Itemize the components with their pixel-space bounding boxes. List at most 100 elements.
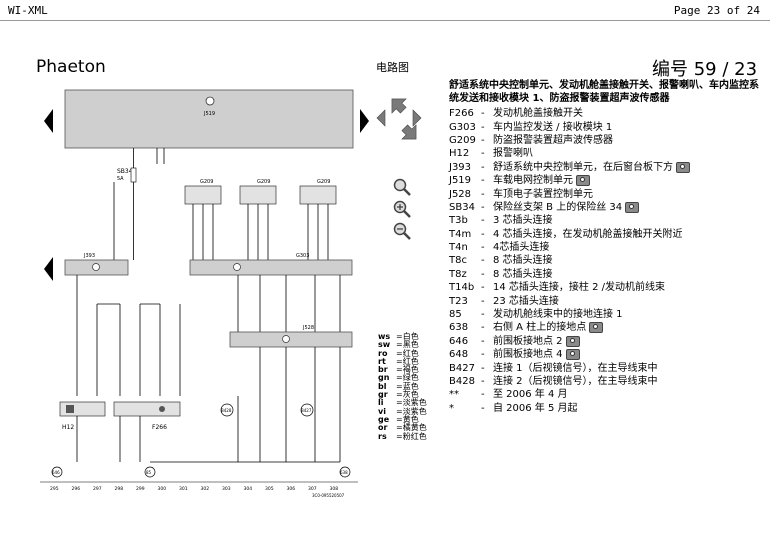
component-row: G303-车内监控发送 / 接收模块 1: [449, 120, 765, 133]
component-text: 连接 1（后视镜信号），在主导线束中: [493, 362, 658, 374]
j519-label: J519: [203, 111, 215, 117]
component-row: T3b-3 芯插头连接: [449, 214, 765, 227]
legend-color: 白色: [402, 332, 419, 341]
legend-entry: bl=蓝色: [378, 381, 427, 391]
legend-entry: sw=黑色: [378, 340, 427, 350]
b427-label: B427: [301, 408, 312, 413]
g303-label: G303: [296, 253, 309, 259]
component-dash: -: [481, 282, 485, 294]
component-text: 车内监控发送 / 接收模块 1: [493, 121, 613, 133]
component-text: 前围板接地点 4: [493, 349, 563, 361]
sb34-fuse: [130, 167, 137, 183]
camera-icon[interactable]: [625, 201, 640, 213]
camera-icon[interactable]: [565, 335, 580, 347]
component-row: 638-右侧 A 柱上的接地点: [449, 321, 765, 334]
legend-eq: =: [396, 390, 403, 400]
scroll-left-arrow-icon[interactable]: [44, 257, 54, 281]
legend-code: ro: [378, 348, 388, 358]
component-row: 648-前围板接地点 4: [449, 348, 765, 361]
zoom-reset-icon[interactable]: [393, 200, 411, 218]
camera-icon[interactable]: [576, 175, 590, 187]
legend-color: 黄色: [402, 414, 419, 424]
legend-color: 粉红色: [402, 431, 427, 441]
component-row: J528-车顶电子装置控制单元: [449, 187, 765, 200]
component-dash: -: [481, 148, 485, 160]
component-row: 85-发动机舱线束中的接地连接 1: [449, 308, 765, 321]
component-text: 4芯插头连接: [493, 242, 550, 254]
legend-eq: =: [396, 406, 403, 416]
legend-entry: rs=粉红色: [378, 431, 427, 441]
legend-entry: rt=红色: [378, 357, 427, 366]
component-text: 防盗报警装置超声波传感器: [493, 134, 613, 146]
column-number: 298: [115, 486, 124, 492]
component-row: **-至 2006 年 4 月: [449, 388, 765, 401]
column-number: 306: [287, 486, 296, 492]
pan-arrows-icon[interactable]: [375, 92, 423, 146]
legend-eq: =: [396, 332, 403, 341]
component-dash: -: [481, 175, 485, 187]
legend-color: 黑色: [402, 340, 419, 350]
camera-icon[interactable]: [676, 161, 690, 173]
f266-label: F266: [152, 424, 167, 431]
component-code: J519: [449, 175, 472, 187]
component-row: T4n-4芯插头连接: [449, 241, 765, 254]
component-code: SB34: [449, 201, 475, 213]
legend-eq: =: [396, 365, 403, 375]
component-code: *: [449, 402, 454, 414]
component-row: G209-防盗报警装置超声波传感器: [449, 134, 765, 147]
ground-638-label: 638: [340, 470, 348, 475]
legend-code: bl: [378, 381, 387, 391]
component-code: 646: [449, 335, 469, 347]
j528-label: J528: [302, 325, 314, 331]
component-text: 前围板接地点 2: [493, 335, 563, 347]
component-dash: -: [481, 322, 485, 334]
legend-code: br: [378, 365, 388, 375]
component-code: B427: [449, 362, 475, 374]
legend-color: 绿色: [402, 373, 419, 383]
zoom-in-icon[interactable]: [393, 178, 411, 196]
component-row: J393-舒适系统中央控制单元，在后窗台板下方: [449, 161, 765, 174]
next-page-arrow-icon[interactable]: [359, 109, 369, 133]
component-code: G209: [449, 134, 476, 146]
diagram-number-value: 59 / 23: [693, 59, 758, 80]
column-number: 296: [72, 486, 81, 492]
legend-color: 蓝色: [402, 381, 419, 391]
vehicle-model: Phaeton: [36, 57, 106, 77]
component-code: 648: [449, 349, 469, 361]
b427-connector: [300, 403, 314, 417]
component-text: 舒适系统中央控制单元，在后窗台板下方: [493, 161, 673, 173]
component-dash: -: [481, 349, 485, 361]
component-code: 85: [449, 309, 462, 321]
legend-entry: ws=白色: [378, 332, 427, 341]
legend-entry: vi=淡紫色: [378, 406, 427, 416]
component-dash: -: [481, 134, 485, 146]
component-dash: -: [481, 228, 485, 240]
component-text: 14 芯插头连接，接柱 2 /发动机前线束: [493, 282, 665, 294]
component-dash: -: [481, 108, 485, 120]
header-left: WI-XML: [8, 4, 48, 17]
component-row: B428-连接 2（后视镜信号），在主导线束中: [449, 375, 765, 388]
component-dash: -: [481, 309, 485, 321]
zoom-out-icon[interactable]: [393, 222, 411, 240]
camera-icon[interactable]: [589, 322, 604, 334]
component-code: F266: [449, 108, 474, 120]
component-dash: -: [481, 376, 485, 387]
camera-icon[interactable]: [565, 349, 580, 361]
component-dash: -: [481, 295, 485, 307]
component-dash: -: [481, 188, 485, 200]
legend-code: gr: [378, 390, 388, 400]
legend-code: sw: [378, 340, 391, 350]
column-number: 303: [222, 486, 231, 492]
f266-switch: [113, 401, 181, 417]
legend-entry: li=淡紫色: [378, 399, 427, 408]
legend-entry: or=橘黄色: [378, 423, 427, 432]
legend-entry: ro=红色: [378, 348, 427, 358]
component-dash: -: [481, 201, 485, 213]
component-code: T23: [449, 295, 468, 307]
prev-page-arrow-icon[interactable]: [44, 109, 54, 133]
header-divider: [0, 20, 770, 21]
legend-color: 淡紫色: [402, 406, 427, 416]
legend-entry: br=褐色: [378, 365, 427, 375]
sb34-label: SB34: [117, 168, 133, 175]
